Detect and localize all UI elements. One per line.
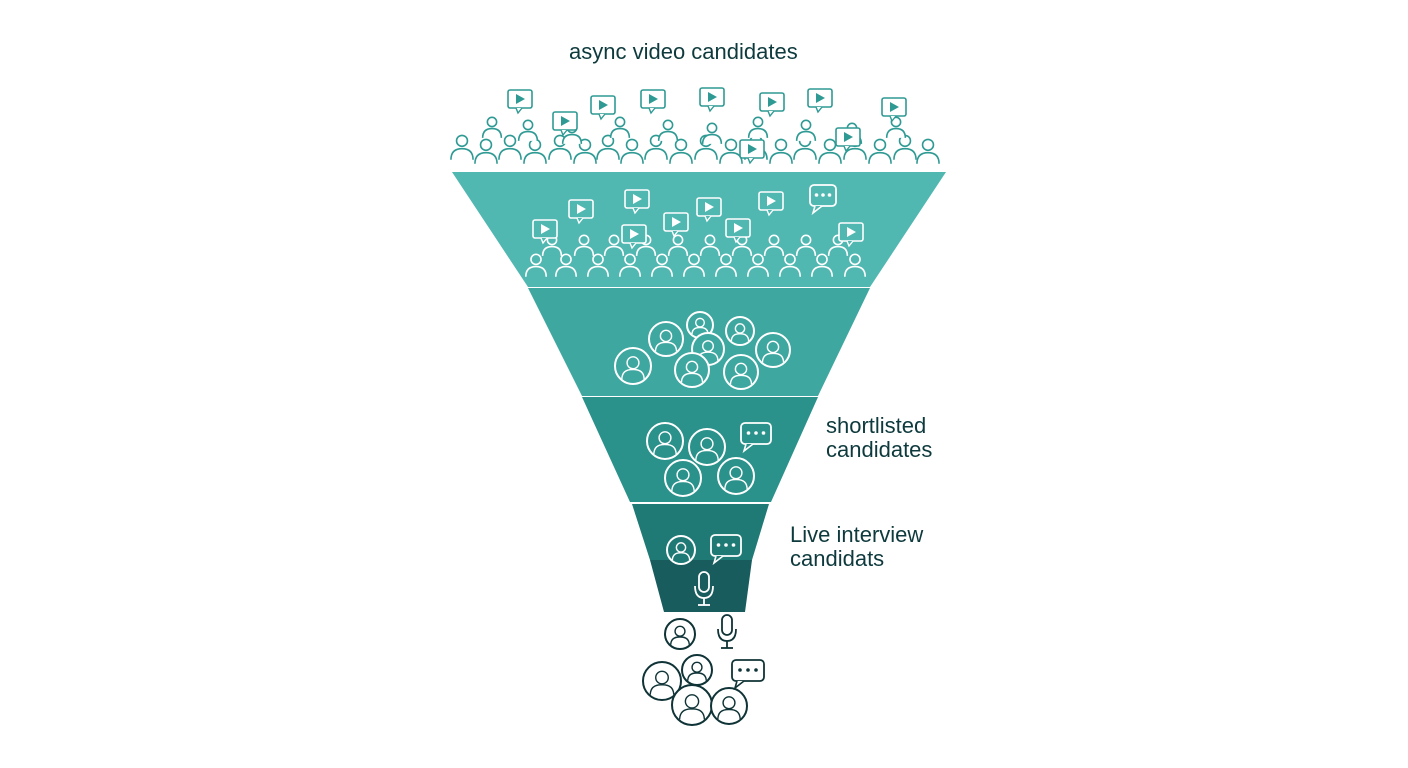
label-shortlisted-line2: candidates — [826, 437, 933, 462]
person-icon — [573, 234, 595, 256]
video-play-icon — [699, 87, 725, 113]
chat-bubble-icon — [710, 534, 742, 566]
person-icon — [481, 116, 503, 138]
video-play-icon — [552, 111, 578, 137]
avatar-icon — [725, 316, 755, 346]
person-icon — [701, 122, 723, 144]
person-icon — [498, 134, 522, 160]
video-play-icon — [759, 92, 785, 118]
avatar-icon — [646, 422, 684, 460]
person-icon — [555, 253, 577, 277]
crowd-group — [450, 87, 940, 165]
label-async-video-candidates: async video candidates — [569, 40, 798, 64]
video-play-icon — [696, 197, 722, 223]
person-icon — [517, 119, 539, 141]
video-play-icon — [640, 89, 666, 115]
avatar-icon — [710, 687, 748, 725]
person-icon — [715, 253, 737, 277]
person-icon — [609, 116, 631, 138]
person-icon — [747, 116, 769, 138]
person-icon — [683, 253, 705, 277]
video-play-icon — [590, 95, 616, 121]
person-icon — [793, 134, 817, 160]
tier1-crowd — [525, 184, 866, 277]
microphone-icon — [694, 571, 714, 606]
person-icon — [719, 138, 743, 164]
label-live-line2: candidats — [790, 546, 885, 571]
person-icon — [523, 138, 547, 164]
avatar-icon — [717, 457, 755, 495]
tier45-icons — [666, 534, 742, 606]
person-icon — [474, 138, 498, 164]
avatar-icon — [664, 618, 696, 650]
person-icon — [450, 134, 474, 160]
label-live-interview-candidates: Live interview candidats — [790, 523, 923, 571]
avatar-icon — [688, 428, 726, 466]
label-live-line1: Live interview — [790, 522, 924, 547]
avatar-icon — [666, 535, 696, 565]
person-icon — [844, 253, 866, 277]
person-icon — [885, 116, 907, 138]
tier2-avatars — [614, 311, 791, 390]
person-icon — [667, 234, 689, 256]
video-play-icon — [725, 218, 751, 244]
video-play-icon — [838, 222, 864, 248]
person-icon — [587, 253, 609, 277]
person-icon — [620, 138, 644, 164]
person-icon — [619, 253, 641, 277]
chat-bubble-icon — [809, 184, 837, 216]
person-icon — [747, 253, 769, 277]
avatar-icon — [723, 354, 759, 390]
video-play-icon — [568, 199, 594, 225]
person-icon — [651, 253, 673, 277]
avatar-icon — [686, 311, 714, 339]
avatar-icon — [614, 347, 652, 385]
avatar-icon — [674, 352, 710, 388]
avatar-icon — [671, 684, 713, 726]
person-icon — [657, 119, 679, 141]
person-icon — [573, 138, 597, 164]
person-icon — [769, 138, 793, 164]
person-icon — [779, 253, 801, 277]
person-icon — [763, 234, 785, 256]
person-icon — [916, 138, 940, 164]
video-play-icon — [835, 127, 861, 153]
person-icon — [795, 234, 817, 256]
avatar-icon — [681, 654, 713, 686]
video-play-icon — [881, 97, 907, 123]
label-top-text: async video candidates — [569, 39, 798, 64]
person-icon — [525, 253, 547, 277]
person-icon — [868, 138, 892, 164]
video-play-icon — [507, 89, 533, 115]
video-play-icon — [624, 189, 650, 215]
funnel-tier-4 — [632, 504, 769, 560]
person-icon — [893, 134, 917, 160]
chat-bubble-icon — [731, 659, 765, 691]
avatar-icon — [755, 332, 791, 368]
avatar-icon — [648, 321, 684, 357]
person-icon — [603, 234, 625, 256]
video-play-icon — [758, 191, 784, 217]
avatar-icon — [664, 459, 702, 497]
person-icon — [669, 138, 693, 164]
avatar-icon — [642, 661, 682, 701]
tier3-avatars — [646, 422, 772, 497]
output-avatars — [642, 614, 765, 726]
person-icon — [596, 134, 620, 160]
chat-bubble-icon — [740, 422, 772, 454]
video-play-icon — [807, 88, 833, 114]
video-play-icon — [532, 219, 558, 245]
label-shortlisted-line1: shortlisted — [826, 413, 927, 438]
video-play-icon — [621, 224, 647, 250]
person-icon — [699, 234, 721, 256]
person-icon — [795, 119, 817, 141]
video-play-icon — [663, 212, 689, 238]
video-play-icon — [739, 139, 765, 165]
person-icon — [811, 253, 833, 277]
microphone-icon — [717, 614, 737, 649]
label-shortlisted-candidates: shortlisted candidates — [826, 414, 932, 462]
